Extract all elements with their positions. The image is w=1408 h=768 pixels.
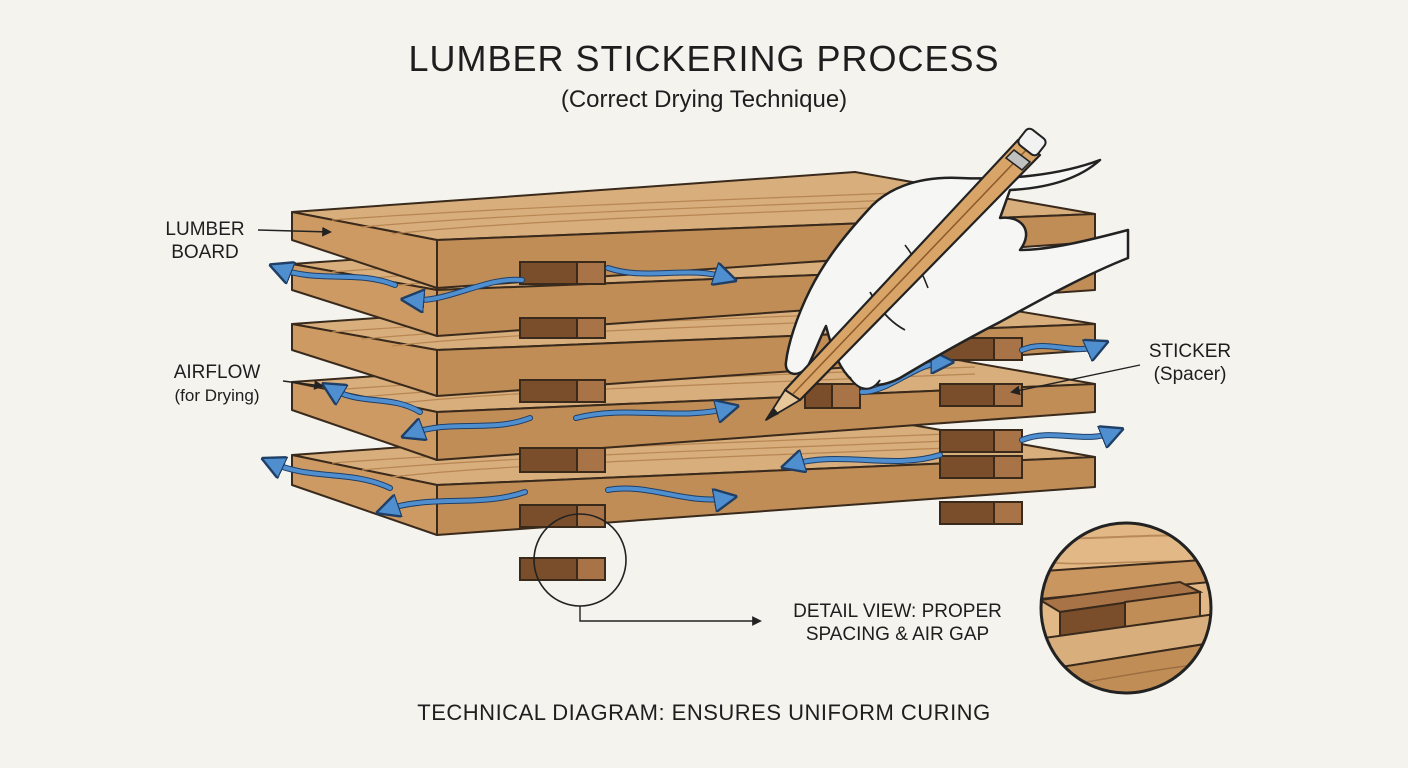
diagram-title: LUMBER STICKERING PROCESS bbox=[408, 38, 1000, 79]
sticker-label-line2: (Spacer) bbox=[1153, 364, 1227, 385]
airflow-arrow bbox=[1020, 432, 1115, 440]
lumber-board-leader bbox=[257, 226, 332, 237]
airflow-leader bbox=[282, 380, 324, 390]
sticker-spacer bbox=[519, 447, 606, 473]
sticker-spacer bbox=[519, 379, 606, 403]
detail-view-label: DETAIL VIEW: PROPER SPACING & AIR GAP bbox=[770, 600, 1025, 646]
detail-view-label-line1: DETAIL VIEW: PROPER bbox=[793, 601, 1002, 622]
sticker-spacer bbox=[519, 317, 606, 339]
sticker-label-line1: STICKER bbox=[1148, 341, 1232, 362]
airflow-arrow bbox=[790, 455, 942, 465]
sticker-spacer bbox=[939, 383, 1023, 407]
detail-leader bbox=[579, 606, 762, 626]
airflow-arrow bbox=[410, 277, 524, 301]
airflow-label: AIRFLOW (for Drying) bbox=[142, 361, 292, 407]
detail-view-magnifier bbox=[1039, 521, 1213, 695]
detail-view-label-line2: SPACING & AIR GAP bbox=[805, 624, 990, 645]
airflow-arrow bbox=[385, 490, 527, 510]
sticker-spacer bbox=[939, 501, 1023, 525]
sticker-label: STICKER (Spacer) bbox=[1130, 340, 1250, 386]
lumber-board-label: LUMBER BOARD bbox=[150, 218, 260, 264]
airflow-arrow bbox=[278, 268, 397, 287]
diagram-subtitle: (Correct Drying Technique) bbox=[560, 86, 848, 113]
hand-icon bbox=[784, 158, 1130, 387]
airflow-arrow bbox=[606, 268, 728, 278]
airflow-arrow bbox=[606, 486, 728, 500]
lumber-board-label-line1: LUMBER bbox=[165, 219, 245, 240]
sticker-spacer bbox=[519, 261, 606, 285]
airflow-arrow bbox=[1020, 345, 1100, 350]
airflow-label-line2: (for Drying) bbox=[174, 386, 260, 405]
sticker-spacer bbox=[519, 557, 606, 581]
leader-lines bbox=[257, 226, 1141, 626]
airflow-label-line1: AIRFLOW bbox=[173, 362, 261, 383]
pencil-icon bbox=[765, 127, 1047, 421]
airflow-arrow bbox=[410, 416, 532, 434]
footer-caption: TECHNICAL DIAGRAM: ENSURES UNIFORM CURIN… bbox=[417, 700, 991, 725]
airflow-arrow bbox=[330, 388, 422, 414]
sticker-leader bbox=[1010, 364, 1141, 396]
airflow-arrow bbox=[574, 408, 730, 418]
hand-with-pencil bbox=[765, 127, 1130, 421]
airflow-arrow bbox=[270, 462, 392, 490]
sticker-spacer bbox=[939, 455, 1023, 479]
sticker-spacer bbox=[804, 383, 861, 409]
sticker-spacer bbox=[939, 429, 1023, 453]
lumber-board-label-line2: BOARD bbox=[171, 242, 239, 263]
